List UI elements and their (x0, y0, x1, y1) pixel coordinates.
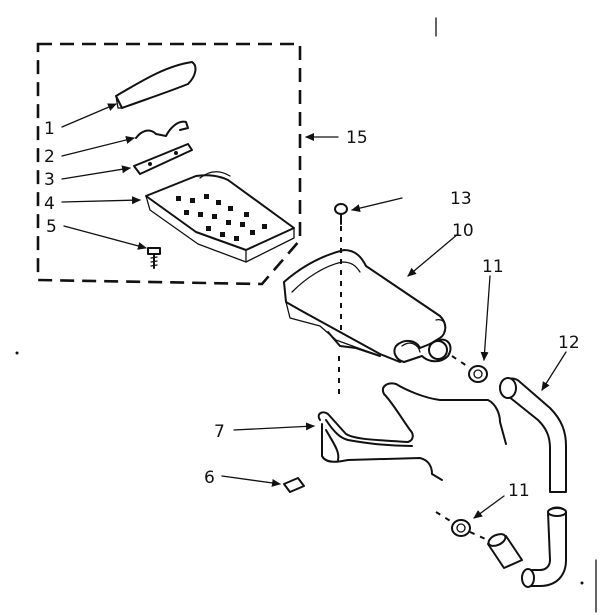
part-1-cover (115, 61, 197, 109)
leader-lines (61, 103, 567, 519)
part-6-clip (283, 477, 305, 493)
callout-13: 13 (450, 189, 472, 209)
tube-segment (487, 533, 523, 569)
part-10-housing (283, 249, 452, 363)
callout-1: 1 (44, 119, 55, 139)
part-5-screw (147, 247, 161, 269)
kit-boundary (36, 42, 302, 286)
callout-4: 4 (44, 194, 55, 214)
callout-3: 3 (44, 170, 55, 190)
tray-holes (176, 194, 267, 241)
callout-10: 10 (452, 221, 474, 241)
scan-marks (15, 17, 597, 613)
part-12-hose (499, 377, 567, 588)
alignment-lines (338, 226, 493, 543)
callout-6: 6 (204, 468, 215, 488)
part-13-screw (334, 203, 348, 225)
callout-labels: 1 2 3 4 5 6 7 10 11 11 12 13 15 (44, 119, 580, 501)
callout-11-lower: 11 (508, 481, 530, 501)
part-11-oring-lower (451, 519, 471, 537)
callout-11-upper: 11 (482, 257, 504, 277)
part-7-rod (317, 382, 507, 481)
callout-2: 2 (44, 147, 55, 167)
callout-5: 5 (46, 217, 57, 237)
callout-7: 7 (214, 422, 225, 442)
callout-12: 12 (558, 333, 580, 353)
part-4-tray (145, 171, 295, 263)
part-2-clip (135, 120, 189, 139)
part-3-bracket (133, 143, 193, 175)
callout-15: 15 (346, 128, 368, 148)
part-11-oring-upper (468, 365, 488, 383)
